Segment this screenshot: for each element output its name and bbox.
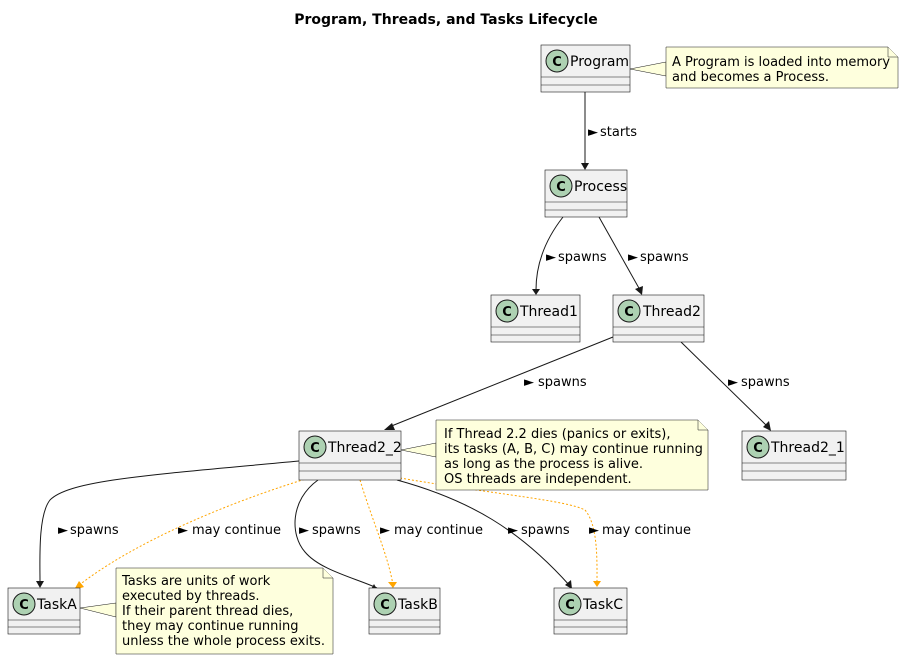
class-icon-letter: C [565, 598, 575, 613]
direction-marker: ► [508, 523, 518, 538]
edge-process-thread1 [532, 216, 564, 295]
edge-process-thread2 [598, 216, 643, 295]
direction-marker: ► [588, 125, 598, 140]
edge-label-text: spawns [521, 523, 570, 538]
note-program: A Program is loaded into memory and beco… [665, 46, 899, 89]
class-name: TaskA [36, 597, 77, 613]
class-icon [495, 299, 519, 323]
class-node-taskC[interactable]: C TaskC [553, 587, 628, 635]
class-node-taskA[interactable]: C TaskA [7, 587, 81, 635]
edge-label-process-thread1: ► spawns [546, 250, 607, 265]
class-icon [549, 174, 573, 198]
direction-marker: ► [380, 523, 390, 538]
note-line: If their parent thread dies, [122, 604, 293, 619]
class-node-thread2[interactable]: C Thread2 [612, 294, 705, 343]
edge-label-text: may continue [602, 523, 691, 538]
edge-label-text: spawns [70, 523, 119, 538]
edge-label-thread2_2-taskB: ► spawns [299, 523, 361, 538]
class-name: Thread2_2 [327, 440, 402, 456]
class-name: Program [570, 54, 629, 70]
edge-label-thread2_2-taskA: ► spawns [58, 523, 119, 538]
class-node-process[interactable]: C Process [544, 169, 628, 218]
edge-label-text: spawns [558, 250, 607, 265]
edge-thread2-thread2_2 [384, 336, 614, 430]
note-taskA: Tasks are units of work executed by thre… [115, 567, 334, 655]
note-line: they may continue running [122, 619, 298, 634]
note-line: If Thread 2.2 dies (panics or exits), [444, 427, 670, 442]
note-thread2_2: If Thread 2.2 dies (panics or exits), it… [435, 419, 709, 491]
note-connector-thread2_2 [400, 442, 437, 458]
class-node-thread1[interactable]: C Thread1 [490, 294, 581, 343]
edge-label-thread2_2-taskB-dotted: ► may continue [380, 523, 483, 538]
class-icon-letter: C [380, 598, 390, 613]
class-icon-letter: C [556, 180, 566, 195]
edge-label-text: spawns [312, 523, 361, 538]
note-line: and becomes a Process. [672, 70, 829, 85]
class-icon-letter: C [624, 305, 634, 320]
note-line: executed by threads. [122, 589, 260, 604]
direction-marker: ► [299, 523, 309, 538]
direction-marker: ► [178, 523, 188, 538]
class-icon [12, 592, 36, 616]
direction-marker: ► [524, 375, 534, 390]
note-line: as long as the process is alive. [444, 457, 643, 472]
class-node-thread2_2[interactable]: C Thread2_2 [298, 430, 402, 481]
class-icon [617, 299, 641, 323]
class-icon [373, 592, 397, 616]
edge-label-thread2_2-taskC-dotted: ► may continue [589, 523, 691, 538]
edge-label-process-thread2: ► spawns [628, 250, 689, 265]
class-icon [746, 435, 770, 459]
class-name: Thread2_1 [770, 440, 845, 456]
edge-thread2_2-taskA [36, 460, 300, 588]
note-line: unless the whole process exits. [122, 634, 325, 649]
direction-marker: ► [589, 523, 599, 538]
class-icon-letter: C [310, 441, 320, 456]
diagram-title: Program, Threads, and Tasks Lifecycle [294, 12, 598, 28]
edge-label-thread2_2-taskC: ► spawns [508, 523, 570, 538]
edge-label-text: spawns [741, 375, 790, 390]
edge-label-thread2-thread2_1: ► spawns [728, 375, 790, 390]
note-line: OS threads are independent. [444, 472, 632, 487]
edge-label-text: spawns [538, 375, 587, 390]
edge-label-thread2_2-taskA-dotted: ► may continue [178, 523, 281, 538]
class-name: Process [574, 179, 627, 195]
class-icon-letter: C [753, 441, 763, 456]
edge-thread2_2-taskC [396, 479, 572, 589]
class-name: Thread1 [519, 304, 578, 320]
class-node-program[interactable]: C Program [540, 44, 631, 93]
edge-label-starts: ► starts [588, 125, 637, 140]
note-connector-taskA [79, 602, 117, 618]
class-name: TaskC [582, 597, 623, 613]
edge-label-text: may continue [394, 523, 483, 538]
class-icon [545, 49, 569, 73]
edge-thread2-thread2_1 [680, 341, 771, 431]
direction-marker: ► [728, 375, 738, 390]
note-line: Tasks are units of work [121, 574, 271, 589]
note-connector-program [629, 61, 667, 77]
note-line: its tasks (A, B, C) may continue running [444, 442, 703, 457]
direction-marker: ► [546, 250, 556, 265]
direction-marker: ► [628, 250, 638, 265]
class-name: TaskB [397, 597, 438, 613]
class-icon [303, 435, 327, 459]
class-name: Thread2 [642, 304, 701, 320]
class-icon-letter: C [502, 305, 512, 320]
direction-marker: ► [58, 523, 68, 538]
class-node-taskB[interactable]: C TaskB [368, 587, 441, 635]
class-icon-letter: C [552, 55, 562, 70]
class-icon [558, 592, 582, 616]
edge-label-text: may continue [192, 523, 281, 538]
edge-thread2_2-taskB-dotted [359, 479, 397, 588]
note-line: A Program is loaded into memory [672, 55, 890, 70]
edge-label-text: starts [600, 125, 637, 140]
edge-program-process [581, 92, 589, 170]
edge-label-thread2-thread2_2: ► spawns [524, 375, 587, 390]
class-icon-letter: C [19, 598, 29, 613]
edge-label-text: spawns [640, 250, 689, 265]
class-node-thread2_1[interactable]: C Thread2_1 [741, 430, 847, 481]
